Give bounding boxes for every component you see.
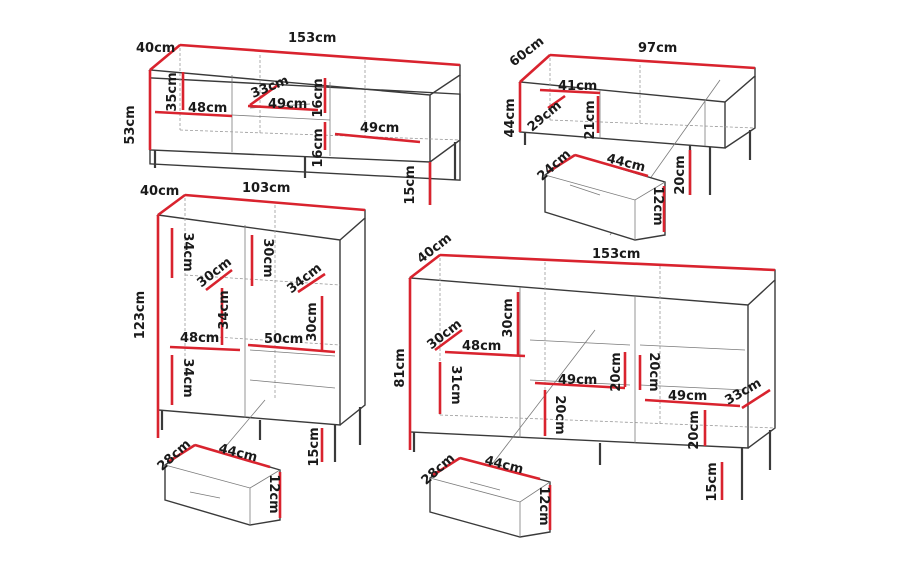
highboard-drawer-h-label: 12cm — [266, 474, 281, 513]
tv-stand-shelf-w1-label: 48cm — [188, 101, 227, 116]
tv-stand-figure: 40cm 153cm 53cm 35cm 48cm 33cm 49cm 16cm… — [123, 31, 461, 205]
bench-leg-label: 20cm — [673, 155, 688, 194]
highboard-height-label: 123cm — [133, 291, 148, 339]
sideboard-l-d-label: 30cm — [424, 317, 464, 353]
tv-stand-shelf-h4-label: 16cm — [311, 128, 326, 167]
sideboard-depth-label: 40cm — [414, 231, 454, 267]
tv-stand-width-label: 153cm — [288, 31, 336, 46]
sideboard-width-label: 153cm — [592, 247, 640, 262]
sideboard-m-h1-label: 20cm — [552, 395, 567, 434]
bench-top — [518, 54, 756, 103]
highboard-l-w-label: 48cm — [180, 331, 219, 346]
highboard-r-w-label: 50cm — [264, 332, 303, 347]
highboard-r-h1-label: 30cm — [260, 238, 275, 277]
bench-inner-d-label: 29cm — [525, 98, 565, 135]
sideboard-leg-label: 15cm — [705, 462, 720, 501]
tv-stand-shelf-h1-label: 35cm — [165, 72, 180, 111]
bench-height-label: 44cm — [503, 98, 518, 137]
sideboard-r-h2-label: 20cm — [687, 410, 702, 449]
highboard-r-h2-label: 30cm — [305, 302, 320, 341]
sideboard-m-w-label: 49cm — [558, 373, 597, 388]
tv-stand-leg-label: 15cm — [403, 165, 418, 204]
tv-stand-shelf-w2-label: 49cm — [268, 97, 307, 112]
highboard-depth-label: 40cm — [140, 184, 179, 199]
tv-stand-shelf-h3-label: 16cm — [311, 78, 326, 117]
bench-side-edge — [724, 76, 756, 149]
sideboard-r-w-label: 49cm — [668, 389, 707, 404]
tv-stand-front-edge — [149, 70, 431, 163]
sideboard-r-d-label: 33cm — [723, 376, 765, 409]
highboard-l-h3-label: 34cm — [180, 358, 195, 397]
tv-stand-depth-label: 40cm — [136, 41, 175, 56]
sideboard-l-h2-label: 31cm — [448, 365, 463, 404]
bench-inner-w-label: 41cm — [558, 79, 597, 94]
sideboard-l-h1-label: 30cm — [501, 298, 516, 337]
bench-figure: 60cm 97cm 44cm 41cm 29cm 21cm 20cm 24cm … — [503, 34, 756, 241]
bench-drawer-h-label: 12cm — [650, 186, 665, 225]
highboard-width-label: 103cm — [242, 181, 290, 196]
highboard-l-h2-label: 34cm — [217, 290, 232, 329]
sideboard-drawer-h-label: 12cm — [536, 486, 551, 525]
sideboard-l-w-label: 48cm — [462, 339, 501, 354]
sideboard-side-edge — [747, 280, 776, 449]
bench-width-label: 97cm — [638, 41, 677, 56]
bench-inner-h-label: 21cm — [583, 100, 598, 139]
sideboard-r-h1-label: 20cm — [646, 352, 661, 391]
highboard-leg-label: 15cm — [307, 427, 322, 466]
tv-stand-top — [148, 44, 461, 96]
highboard-side-edge — [339, 218, 366, 426]
tv-stand-shelf-w3-label: 49cm — [360, 121, 399, 136]
sideboard-figure: 40cm 153cm 81cm 30cm 30cm 48cm 31cm 20cm… — [393, 231, 776, 538]
highboard-l-h1-label: 34cm — [180, 232, 195, 271]
sideboard-height-label: 81cm — [393, 348, 408, 387]
sideboard-m-h2-label: 20cm — [609, 352, 624, 391]
tv-stand-height-label: 53cm — [123, 105, 138, 144]
highboard-figure: 40cm 103cm 123cm 34cm 30cm 34cm 48cm 34c… — [133, 181, 366, 526]
